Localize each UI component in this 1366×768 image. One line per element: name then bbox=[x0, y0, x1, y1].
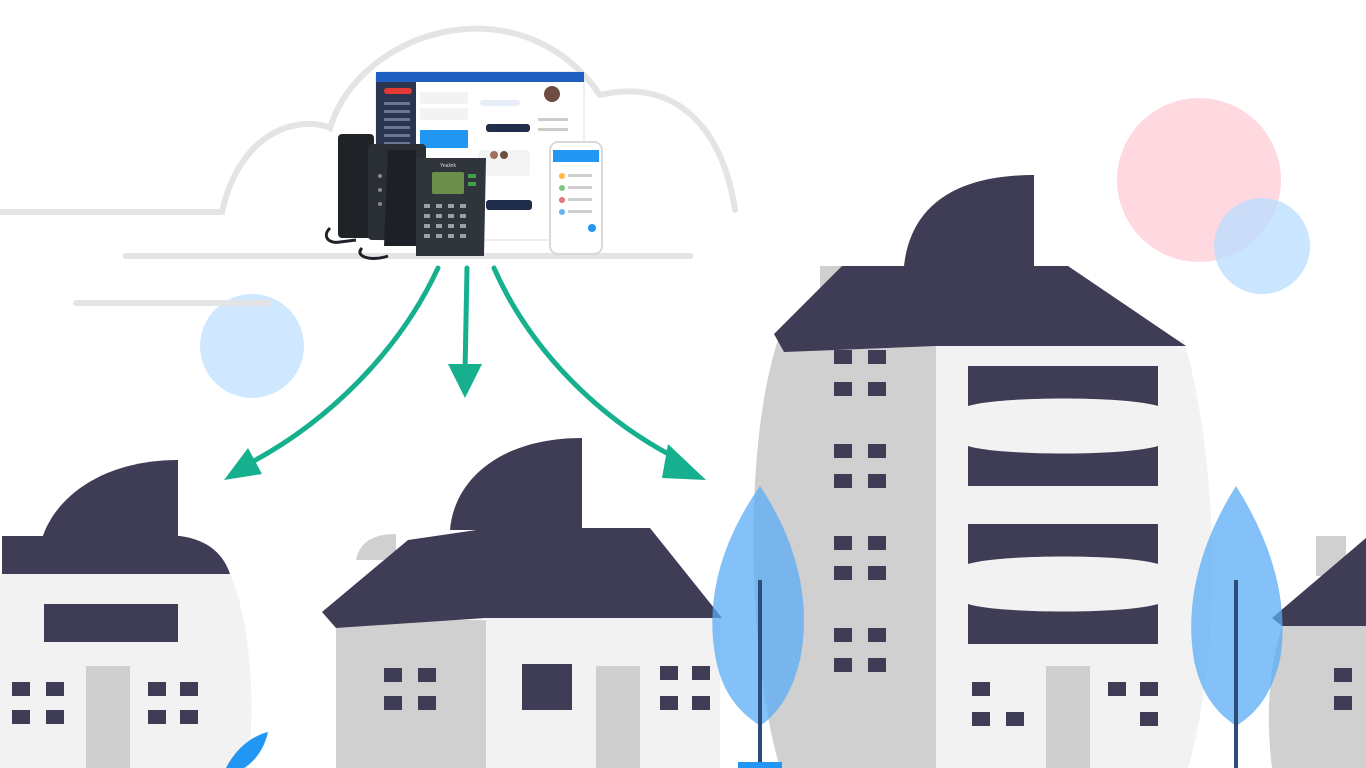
mobile-phone-icon bbox=[549, 141, 603, 255]
building-icon-middle bbox=[322, 438, 722, 768]
arrow-icon-right bbox=[491, 265, 683, 463]
arrow-head-center bbox=[448, 364, 482, 398]
building-icon-left bbox=[0, 460, 252, 768]
cloud-icon bbox=[0, 25, 738, 306]
phone-brand-label: Yealink bbox=[440, 163, 456, 169]
arrow-icon-left bbox=[249, 265, 441, 465]
tree-icon-right bbox=[1191, 486, 1283, 768]
arrow-head-left bbox=[224, 448, 262, 480]
tree-icon-small-left bbox=[226, 732, 268, 768]
decorative-bubble-blue-right bbox=[1214, 198, 1310, 294]
building-icon-right bbox=[1268, 536, 1366, 768]
arrow-icon-center bbox=[462, 265, 470, 375]
desk-phone-icon: Yealink bbox=[324, 134, 486, 260]
arrow-head-right bbox=[662, 444, 706, 480]
decorative-bubble-blue-left bbox=[200, 294, 304, 398]
building-icon-tall bbox=[753, 175, 1213, 768]
arrows-group bbox=[224, 265, 706, 480]
tree-icon-center bbox=[712, 486, 804, 768]
